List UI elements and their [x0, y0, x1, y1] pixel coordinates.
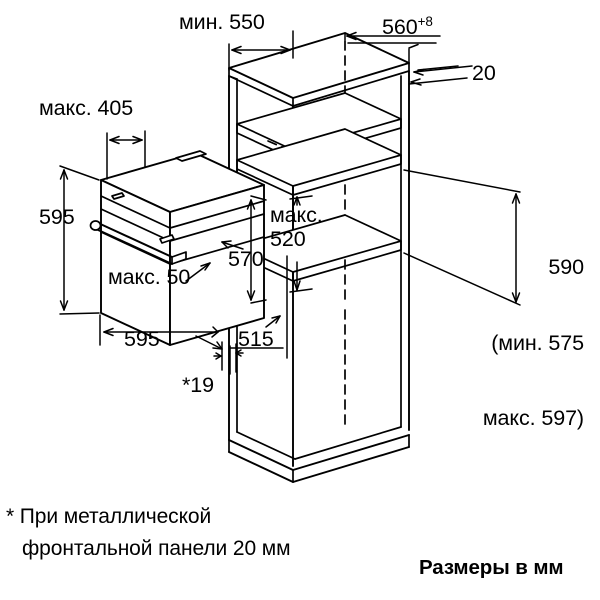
cabinet-upper-shelf: [236, 92, 402, 160]
dim-niche-depth-min: мин. 550: [179, 10, 265, 34]
dim-niche-width-tolerance: +8: [417, 13, 433, 29]
footnote-line-1: * При металлической: [6, 505, 212, 528]
dim-oven-depth: 515: [238, 327, 274, 351]
dim-panel-thickness: 20: [472, 61, 496, 85]
dim-oven-gap-max: макс. 50: [108, 265, 191, 289]
dim-oven-front-overhang-max: макс. 405: [39, 96, 134, 120]
dim-niche-height-max: макс. 597): [482, 406, 584, 431]
dim-niche-height-min: (мин. 575: [491, 330, 584, 355]
dim-niche-inner-depth-max-value: 520: [270, 227, 306, 251]
dim-oven-width: 595: [124, 327, 160, 351]
dim-niche-height-group: 590 (мин. 575 макс. 597): [418, 205, 584, 482]
cabinet-mid-shelf: [236, 128, 402, 196]
dimension-lines: [59, 30, 521, 375]
dim-niche-height: 590: [548, 255, 584, 280]
units-note: Размеры в мм: [419, 556, 564, 579]
dim-oven-body-depth: 570: [228, 247, 264, 271]
footnote-line-2: фронтальной панели 20 мм: [22, 537, 291, 560]
oven-handle: [89, 192, 187, 265]
dim-niche-width: 560+8: [382, 13, 433, 39]
dim-niche-width-value: 560: [382, 15, 418, 39]
dim-oven-height: 595: [39, 205, 75, 229]
dim-niche-inner-depth-max-label: макс.: [270, 203, 323, 227]
dim-metal-panel-offset: *19: [182, 373, 214, 397]
oven-body: [89, 150, 265, 346]
